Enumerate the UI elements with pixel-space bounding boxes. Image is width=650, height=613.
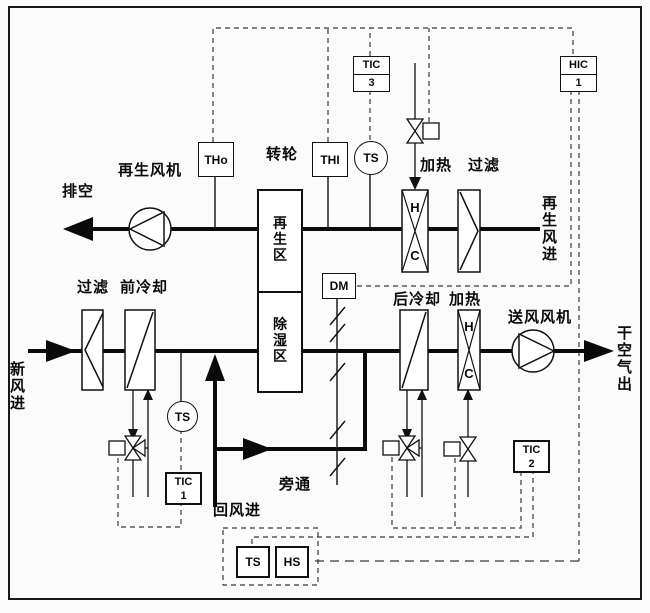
controller-tic2-tag: TIC [522,443,541,456]
sensor-ts-return: TS [236,546,270,578]
damper-linkage [329,297,346,485]
after-cooler-symbol [399,309,429,391]
signal-tic1-to-valve [117,457,182,528]
controller-tic3: TIC 3 [353,56,390,92]
damper-motor-dm-label: DM [329,279,349,293]
regen-zone-label: 再生区 [273,215,287,263]
after-cooler-valve-actuator [382,440,400,456]
regen-heater-cold-letter: C [410,248,420,263]
sensor-thi: THI [312,142,348,177]
regen-heat-label: 加热 [420,157,453,174]
supply-heat-label: 加热 [449,291,482,308]
signal-tic2-to-ts-return [251,469,534,546]
desiccant-wheel-symbol [257,189,303,393]
exhaust-arrow [63,217,93,241]
exhaust-label: 排空 [62,183,95,200]
regen-heat-valve-actuator [422,122,440,140]
regen-fan-symbol [128,207,172,251]
control-signal-lines [117,27,580,586]
supply-fan-label: 送风风机 [508,309,573,326]
sensor-hs-return: HS [275,546,309,578]
sensor-ts-regen-label: TS [363,151,379,165]
regen-filter-symbol [457,189,481,273]
regen-air-in-label: 再生风进 [541,195,557,263]
controller-hic1-tag: HIC [561,57,596,75]
sensor-hs-return-label: HS [283,555,301,569]
sensor-stems [180,173,371,401]
signal-valves-to-tic2 [391,457,522,529]
supply-heater-symbol [457,309,481,391]
fresh-filter-symbol [81,309,104,391]
dry-air-out-label: 干空气出 [616,325,632,393]
bypass-arrow [243,438,272,460]
damper-motor-dm: DM [322,273,356,299]
supply-heater-valve [443,436,478,462]
return-air-in-label: 回风进 [213,502,262,519]
regen-filter-label: 过滤 [468,157,501,174]
pipe-arrows [128,177,473,441]
return-air-arrow [205,354,225,381]
signal-bus-top [212,27,574,142]
controller-tic1-number: 1 [180,490,187,503]
sensor-tho: THo [198,142,234,177]
sensor-tho-label: THo [204,152,228,167]
sensor-ts-fresh: TS [167,401,198,432]
process-ducts [28,227,586,507]
fans [128,207,556,373]
supply-heater-valve-actuator [443,441,461,457]
dry-air-arrow [584,340,614,362]
fresh-air-in-label: 新风进 [9,361,25,412]
fresh-air-arrow [46,340,76,362]
dehumid-zone-label: 除湿区 [273,316,287,364]
sensor-ts-regen: TS [354,141,388,175]
after-cooler-label: 后冷却 [393,291,442,308]
regen-heater-hot-letter: H [410,200,420,215]
supply-fan-symbol [511,329,556,373]
sensor-ts-return-label: TS [245,555,261,569]
controller-hic1: HIC 1 [560,56,597,92]
controller-tic2-number: 2 [528,458,535,471]
equipment [81,189,481,393]
sensor-thi-label: THI [320,152,340,167]
bypass-label: 旁通 [279,476,312,493]
controller-tic2: TIC 2 [513,440,550,473]
supply-heater-hot-letter: H [464,319,474,334]
after-cooler-three-way-valve [382,435,420,461]
wheel-label: 转轮 [266,146,299,163]
pre-cooler-symbol [124,309,156,391]
controller-tic1-tag: TIC [174,475,193,488]
fresh-filter-label: 过滤 [77,279,110,296]
valves [108,118,478,462]
regen-heat-valve [405,118,440,144]
regen-fan-label: 再生风机 [118,162,183,179]
controller-tic3-tag: TIC [354,57,389,75]
flow-arrows [46,217,614,460]
controller-tic1: TIC 1 [165,472,202,505]
return-sensor-station-outline [222,527,319,586]
supply-heater-cold-letter: C [464,366,474,381]
controller-hic1-number: 1 [575,76,582,89]
pre-cooler-three-way-valve [108,435,146,461]
controller-tic3-number: 3 [368,76,375,89]
pre-cooler-valve-actuator [108,440,126,456]
sensor-ts-fresh-label: TS [174,409,191,424]
pre-cooler-label: 前冷却 [120,279,169,296]
diagram-border [8,6,642,600]
signal-hic1-to-dm [355,90,572,287]
